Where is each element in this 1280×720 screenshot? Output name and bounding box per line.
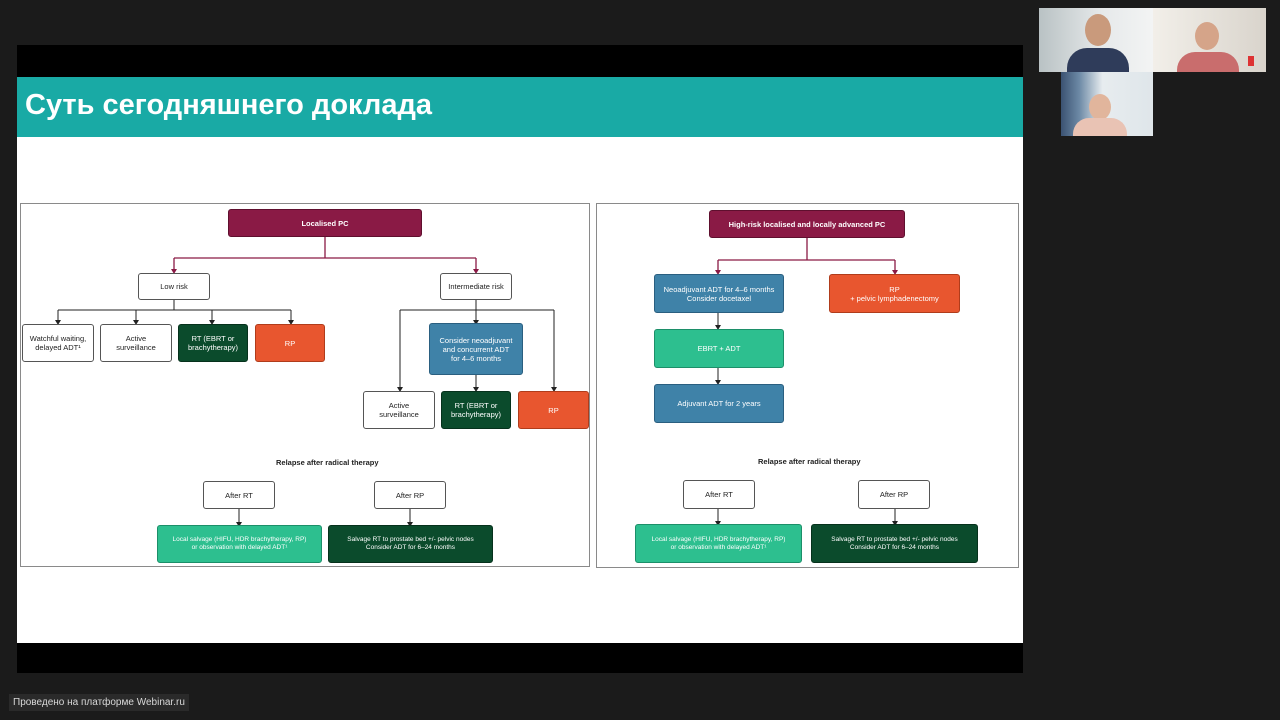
node-local-salvage: Local salvage (HIFU, HDR brachytherapy, … — [157, 525, 322, 563]
node-local-salvage-right: Local salvage (HIFU, HDR brachytherapy, … — [635, 524, 802, 563]
participant-body — [1073, 118, 1127, 136]
node-salvage-rt-right: Salvage RT to prostate bed +/- pelvic no… — [811, 524, 978, 563]
relapse-label: Relapse after radical therapy — [276, 458, 379, 467]
platform-footer: Проведено на платформе Webinar.ru — [9, 694, 189, 711]
presentation-slide: Суть сегодняшнего доклада — [17, 77, 1023, 643]
node-rp-2: RP — [518, 391, 589, 429]
node-rt: RT (EBRT or brachytherapy) — [178, 324, 248, 362]
participant-head — [1195, 22, 1219, 50]
flowchart-high-risk: High-risk localised and locally advanced… — [596, 203, 1019, 568]
node-after-rp-right: After RP — [858, 480, 930, 509]
node-ebrt-adt: EBRT + ADT — [654, 329, 784, 368]
node-adjuvant-adt: Adjuvant ADT for 2 years — [654, 384, 784, 423]
node-rt-2: RT (EBRT or brachytherapy) — [441, 391, 511, 429]
node-localised-pc: Localised PC — [228, 209, 422, 237]
participant-body — [1177, 52, 1239, 72]
node-salvage-rt: Salvage RT to prostate bed +/- pelvic no… — [328, 525, 493, 563]
video-tile-participant-2[interactable] — [1153, 8, 1266, 72]
participant-head — [1089, 94, 1111, 120]
node-neoadjuvant: Neoadjuvant ADT for 4–6 months Consider … — [654, 274, 784, 313]
node-after-rp: After RP — [374, 481, 446, 509]
node-low-risk: Low risk — [138, 273, 210, 300]
flowchart-localised: Localised PC Low risk Intermediate risk … — [20, 203, 590, 567]
participant-body — [1067, 48, 1129, 72]
flowchart-high-risk-connectors — [715, 238, 898, 526]
node-intermediate-risk: Intermediate risk — [440, 273, 512, 300]
node-neoadjuvant-adt: Consider neoadjuvant and concurrent ADT … — [429, 323, 523, 375]
slide-title: Суть сегодняшнего доклада — [25, 89, 433, 121]
relapse-label-right: Relapse after radical therapy — [758, 457, 861, 466]
node-rp: RP — [255, 324, 325, 362]
node-active-surveillance-2: Active surveillance — [363, 391, 435, 429]
flowchart-localised-connectors — [55, 237, 557, 527]
node-active-surveillance: Active surveillance — [100, 324, 172, 362]
red-accent-icon — [1248, 56, 1254, 66]
video-tile-participant-1[interactable] — [1039, 8, 1153, 72]
node-watchful-waiting: Watchful waiting, delayed ADT¹ — [22, 324, 94, 362]
node-after-rt: After RT — [203, 481, 275, 509]
node-rp-lymphadenectomy: RP + pelvic lymphadenectomy — [829, 274, 960, 313]
video-tile-participant-3[interactable] — [1061, 72, 1153, 136]
node-after-rt-right: After RT — [683, 480, 755, 509]
participant-head — [1085, 14, 1111, 46]
node-high-risk-pc: High-risk localised and locally advanced… — [709, 210, 905, 238]
slide-header: Суть сегодняшнего доклада — [17, 77, 1023, 137]
